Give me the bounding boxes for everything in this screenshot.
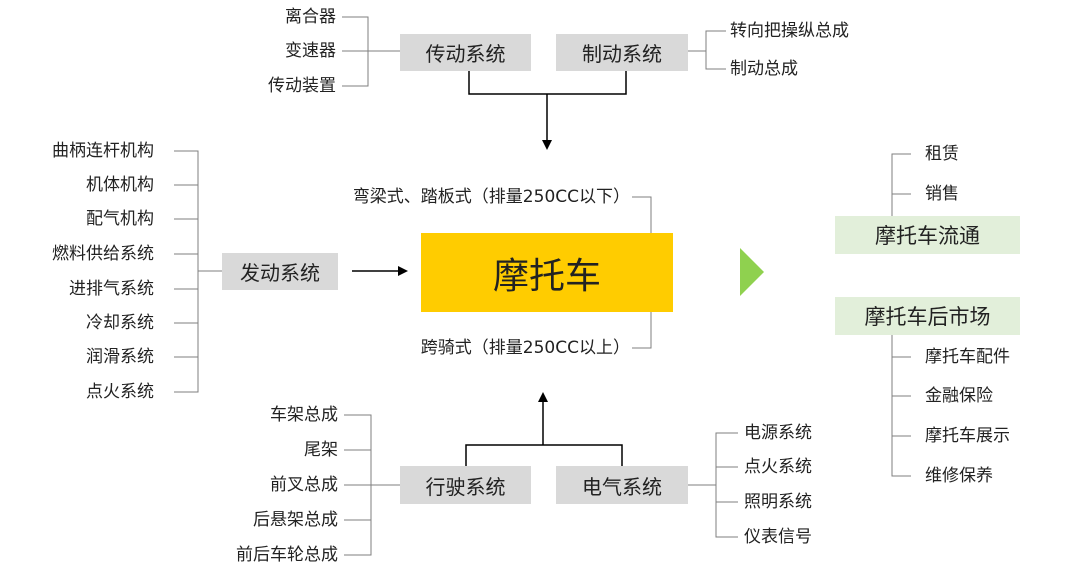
circulation-item: 销售 bbox=[925, 184, 959, 204]
engine-arrow-head bbox=[398, 266, 408, 276]
engine-item: 曲柄连杆机构 bbox=[52, 141, 154, 161]
transmission-box: 传动系统 bbox=[400, 34, 531, 71]
center-note-bottom: 跨骑式（排量250CC以上） bbox=[420, 338, 630, 358]
electrical-item: 电源系统 bbox=[744, 423, 812, 443]
bottom-arrow-head bbox=[538, 392, 548, 402]
center-note-brackets bbox=[632, 196, 652, 349]
top-merge-line bbox=[468, 71, 627, 140]
circulation-box: 摩托车流通 bbox=[835, 216, 1020, 254]
engine-item: 进排气系统 bbox=[69, 279, 154, 299]
aftermarket-item: 维修保养 bbox=[925, 466, 993, 486]
transmission-item: 离合器 bbox=[285, 7, 336, 27]
engine-item: 机体机构 bbox=[86, 175, 154, 195]
electrical-item: 照明系统 bbox=[744, 492, 812, 512]
chassis-item: 尾架 bbox=[304, 440, 338, 460]
transmission-item: 变速器 bbox=[285, 41, 336, 61]
aftermarket-bracket bbox=[891, 335, 911, 477]
center-note-top: 弯梁式、踏板式（排量250CC以下） bbox=[352, 187, 630, 207]
electrical-item: 仪表信号 bbox=[744, 527, 812, 547]
brake-bracket bbox=[688, 30, 726, 70]
engine-item: 配气机构 bbox=[86, 209, 154, 229]
bottom-merge-line bbox=[465, 402, 623, 466]
center-box: 摩托车 bbox=[421, 233, 673, 312]
chassis-item: 后悬架总成 bbox=[253, 510, 338, 530]
circulation-item: 租赁 bbox=[925, 144, 959, 164]
brake-box: 制动系统 bbox=[556, 34, 688, 71]
top-arrow-head bbox=[542, 140, 552, 150]
engine-item: 润滑系统 bbox=[86, 347, 154, 367]
electrical-box: 电气系统 bbox=[556, 466, 688, 504]
engine-box: 发动系统 bbox=[222, 253, 338, 290]
chassis-item: 前后车轮总成 bbox=[236, 545, 338, 565]
circulation-bracket bbox=[891, 153, 911, 216]
electrical-item: 点火系统 bbox=[744, 457, 812, 477]
chassis-bracket bbox=[344, 414, 400, 556]
aftermarket-item: 摩托车配件 bbox=[925, 347, 1010, 367]
electrical-bracket bbox=[688, 432, 738, 538]
chassis-box: 行驶系统 bbox=[400, 466, 531, 504]
engine-item: 燃料供给系统 bbox=[52, 244, 154, 264]
market-arrow bbox=[740, 248, 764, 296]
aftermarket-box: 摩托车后市场 bbox=[835, 297, 1020, 335]
transmission-item: 传动装置 bbox=[268, 76, 336, 96]
aftermarket-item: 摩托车展示 bbox=[925, 426, 1010, 446]
engine-bracket bbox=[174, 150, 222, 393]
aftermarket-item: 金融保险 bbox=[925, 386, 993, 406]
brake-item: 制动总成 bbox=[730, 59, 798, 79]
engine-item: 冷却系统 bbox=[86, 313, 154, 333]
transmission-bracket bbox=[342, 16, 400, 87]
brake-item: 转向把操纵总成 bbox=[730, 21, 849, 41]
engine-item: 点火系统 bbox=[86, 382, 154, 402]
chassis-item: 车架总成 bbox=[270, 405, 338, 425]
chassis-item: 前叉总成 bbox=[270, 475, 338, 495]
